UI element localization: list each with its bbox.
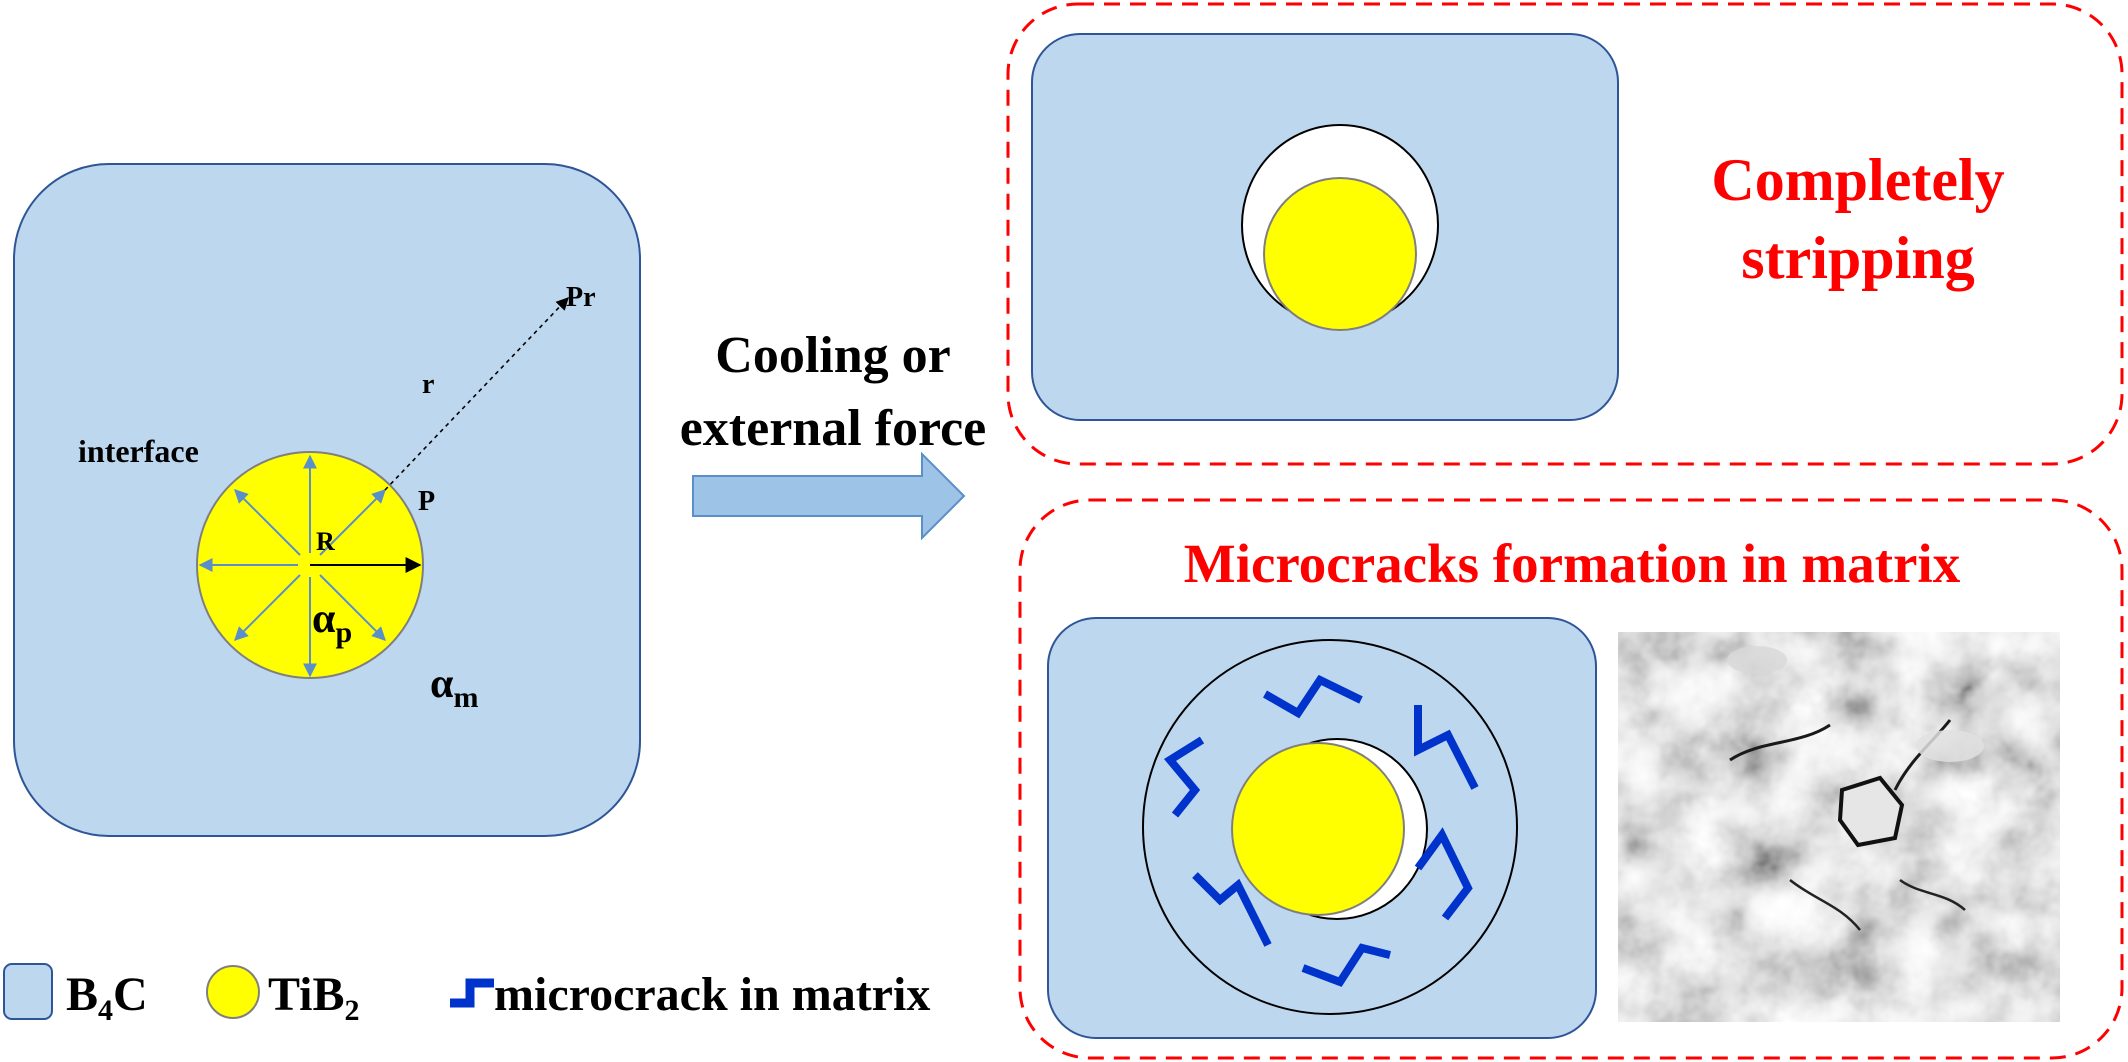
- cracked-tib2-particle: [1231, 742, 1405, 916]
- outcome-stripping-border: [1006, 2, 2124, 466]
- outcome-microcrack-border: [1018, 498, 2124, 1060]
- label-R: R: [316, 527, 335, 556]
- legend-b4c-base: B: [66, 968, 98, 1021]
- legend-tib2-label: TiB2: [268, 968, 360, 1027]
- legend-b4c-sub: 4: [98, 994, 113, 1027]
- process-arrow: [692, 451, 966, 541]
- transition: Cooling or external force: [680, 327, 987, 541]
- stress-arrow-up-right: [319, 489, 386, 556]
- alpha-m-symbol: α: [430, 661, 454, 707]
- crack-zone-ring: [1142, 639, 1518, 1015]
- microcrack-icon: [450, 978, 494, 1008]
- stripped-tib2-particle: [1263, 177, 1417, 331]
- alpha-p-symbol: α: [312, 596, 336, 642]
- sem-crack-line: [1899, 878, 1966, 911]
- label-alpha-p: αp: [312, 596, 352, 649]
- outcome-stripping-panel: Completely stripping: [1006, 2, 2124, 466]
- microcrack-mark: [1414, 827, 1473, 921]
- sem-micrograph-image: [1618, 632, 2060, 1022]
- legend-tib2-base: TiB: [268, 968, 345, 1021]
- sem-crack-line: [1789, 879, 1861, 931]
- alpha-m-subscript: m: [453, 681, 478, 714]
- b4c-swatch-icon: [3, 963, 53, 1020]
- microcrack-mark: [1414, 705, 1479, 790]
- alpha-p-subscript: p: [335, 616, 352, 649]
- sem-crack-line: [1729, 723, 1831, 762]
- microcrack-mark: [1192, 872, 1272, 947]
- label-alpha-m: αm: [430, 661, 478, 714]
- label-interface: interface: [78, 433, 199, 469]
- sem-features: [1727, 646, 1984, 931]
- legend: B4C TiB2 microcrack in matrix: [3, 963, 930, 1027]
- stress-arrow-down-right: [319, 574, 386, 641]
- microcrack-mark: [1301, 943, 1391, 987]
- microcrack-title: Microcracks formation in matrix: [1184, 533, 1961, 594]
- label-pr: Pr: [566, 282, 596, 313]
- label-p: P: [418, 486, 435, 517]
- legend-b4c-label: B4C: [66, 968, 148, 1027]
- transition-line2: external force: [680, 400, 987, 457]
- sem-bright-grain: [1727, 646, 1787, 674]
- stress-arrow-down-left: [234, 574, 301, 641]
- left-panel: Pr r interface P R αp αm: [13, 163, 641, 837]
- microcrack-mark: [1163, 736, 1205, 818]
- legend-tib2-sub: 2: [345, 994, 360, 1027]
- outcome-microcrack-panel: Microcracks formation in matrix: [1018, 498, 2124, 1060]
- stripping-label-line1: Completely: [1711, 147, 2004, 213]
- sem-micrograph: [1618, 632, 2060, 1022]
- stress-arrow-up-left: [234, 489, 301, 556]
- legend-b4c-tail: C: [113, 968, 148, 1021]
- label-r: r: [422, 369, 434, 400]
- matrix-microcracks: [1163, 674, 1479, 987]
- legend-microcrack-label: microcrack in matrix: [494, 968, 930, 1021]
- microcrack-mark: [1263, 674, 1363, 719]
- stripping-label-line2: stripping: [1741, 225, 1974, 291]
- transition-line1: Cooling or: [715, 327, 950, 384]
- tib2-swatch-icon: [206, 965, 260, 1019]
- sem-particle: [1837, 775, 1905, 848]
- sem-bright-grain: [1916, 730, 1984, 762]
